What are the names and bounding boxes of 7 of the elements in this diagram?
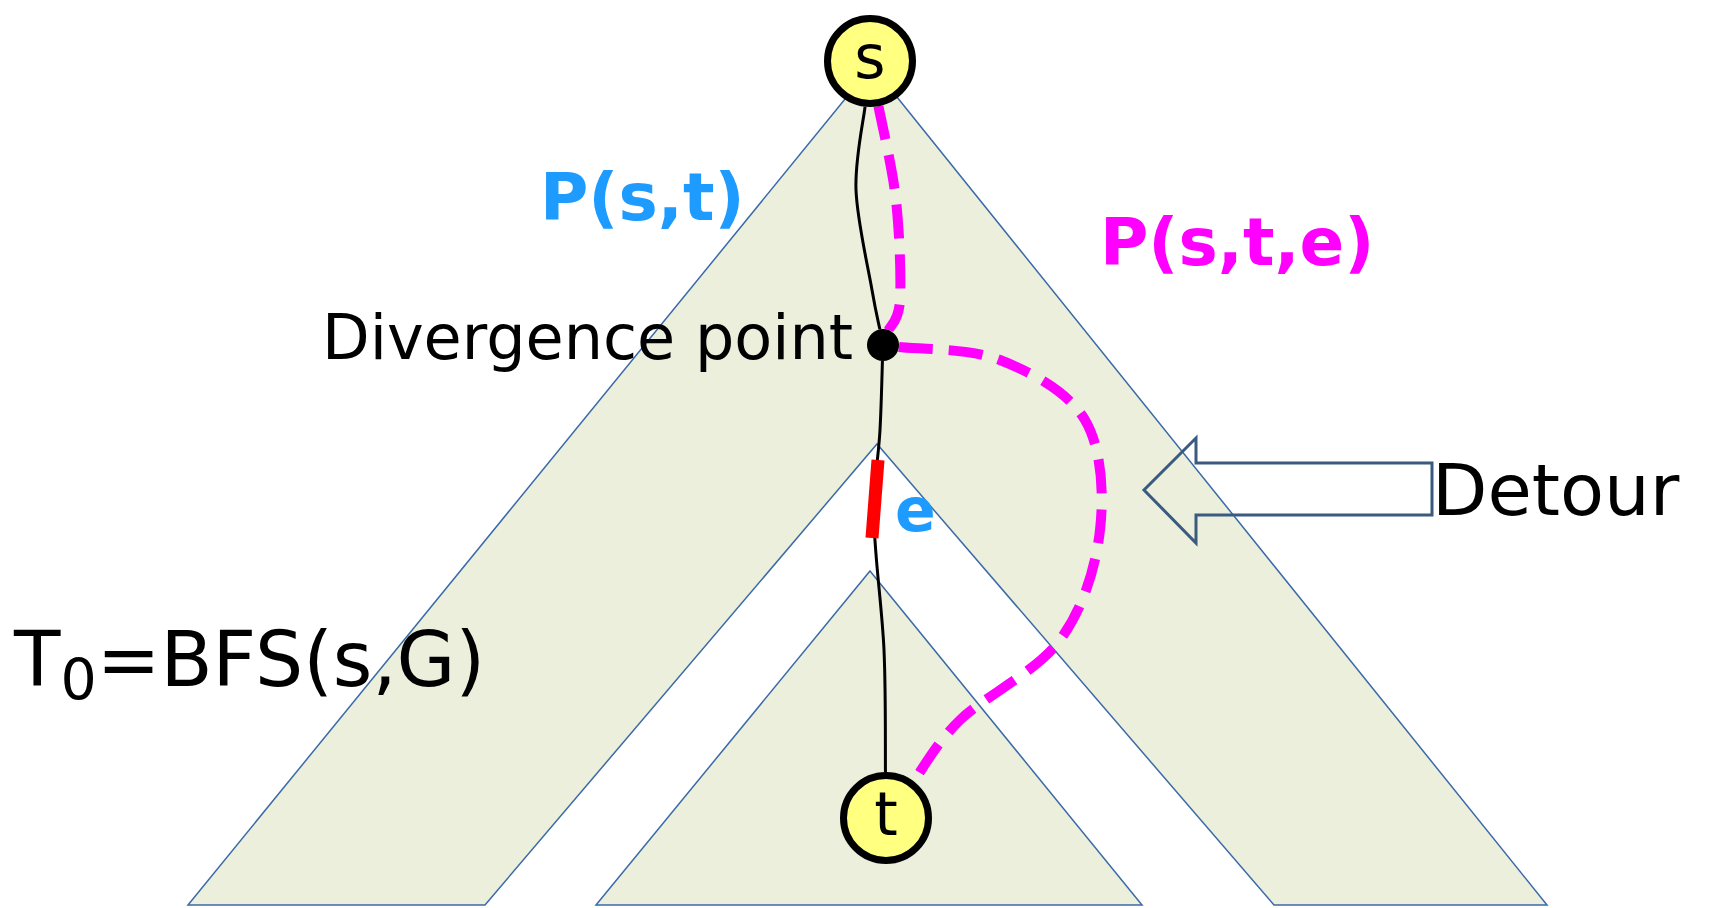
hollow-arrow	[1141, 434, 1434, 547]
path-label: P(s,t)	[540, 165, 745, 231]
dashed-path	[873, 105, 906, 333]
edge-name-label: e	[895, 480, 936, 540]
path-label: P(s,t,e)	[1100, 210, 1375, 276]
detour-label: Detour	[1432, 440, 1712, 540]
tree-path	[854, 106, 882, 330]
